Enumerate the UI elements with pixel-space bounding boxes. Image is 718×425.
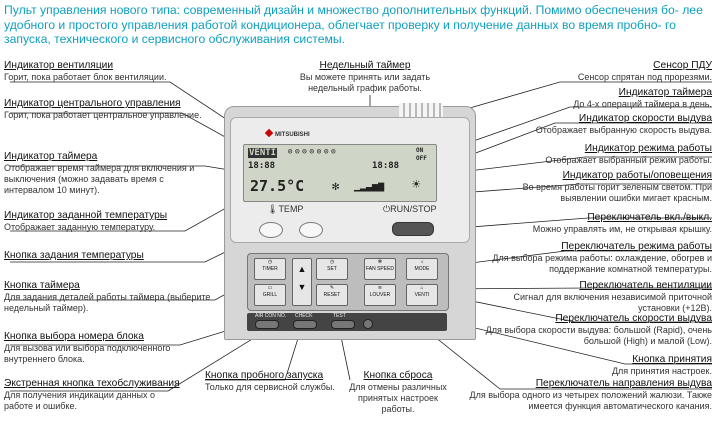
label-temp-button: Кнопка задания температуры	[4, 250, 144, 261]
check-button[interactable]	[293, 320, 317, 329]
air-con-no-button[interactable]	[255, 320, 279, 329]
fan-speed-bars-icon: ▁▂▃▅▆	[354, 181, 385, 192]
mode-button[interactable]: ☼MODE	[406, 258, 438, 280]
run-stop-label: ⏻RUN/STOP	[383, 204, 437, 214]
check-label: CHECK	[295, 313, 313, 319]
lcd-time-2: 18:88	[372, 161, 400, 171]
intro-text: Пульт управления нового типа: современны…	[4, 3, 703, 46]
set-button[interactable]: ◷SET	[316, 258, 348, 280]
up-down-button[interactable]: ▲▼	[292, 258, 312, 306]
reset-pinhole[interactable]	[363, 319, 373, 329]
label-onoff-switch: Переключатель вкл./выкл.Можно управлять …	[532, 212, 712, 234]
fan-icon: ✻	[332, 179, 340, 193]
test-button[interactable]	[331, 320, 355, 329]
lcd-onoff: ON OFF	[416, 147, 427, 162]
temp-label: 🌡TEMP	[267, 204, 304, 214]
air-con-no-label: AIR CON NO.	[255, 313, 287, 319]
brand-logo: MITSUBISHI	[264, 128, 310, 138]
mode-sun-icon: ☀	[412, 177, 421, 193]
service-bar: AIR CON NO. CHECK TEST	[247, 313, 447, 331]
timer-button[interactable]: ◷TIMER	[254, 258, 286, 280]
louver-button[interactable]: ≋LOUVER	[364, 284, 396, 306]
onoff-switch[interactable]	[392, 222, 434, 236]
venti-button[interactable]: ⌂VENTI	[406, 284, 438, 306]
lcd-weekday-icons: ◎◎◎◎◎◎◎	[288, 147, 339, 155]
test-label: TEST	[333, 313, 346, 319]
lcd-temperature: 27.5°C	[250, 177, 305, 195]
fan-speed-button[interactable]: ✻FAN SPEED	[364, 258, 396, 280]
grill-button[interactable]: ▭GRILL	[254, 284, 286, 306]
lcd-display: VENTI 18:88 18:88 ◎◎◎◎◎◎◎ ON OFF 27.5°C …	[243, 144, 437, 202]
temp-down-button[interactable]	[259, 222, 283, 238]
temp-up-button[interactable]	[299, 222, 323, 238]
reset-button[interactable]: ✎RESET	[316, 284, 348, 306]
button-panel: ◷TIMER ▭GRILL ▲▼ ◷SET ✎RESET ✻FAN SPEED …	[247, 253, 449, 311]
lcd-time-1: 18:88	[248, 161, 276, 171]
lcd-vent-icon: VENTI	[248, 148, 278, 158]
